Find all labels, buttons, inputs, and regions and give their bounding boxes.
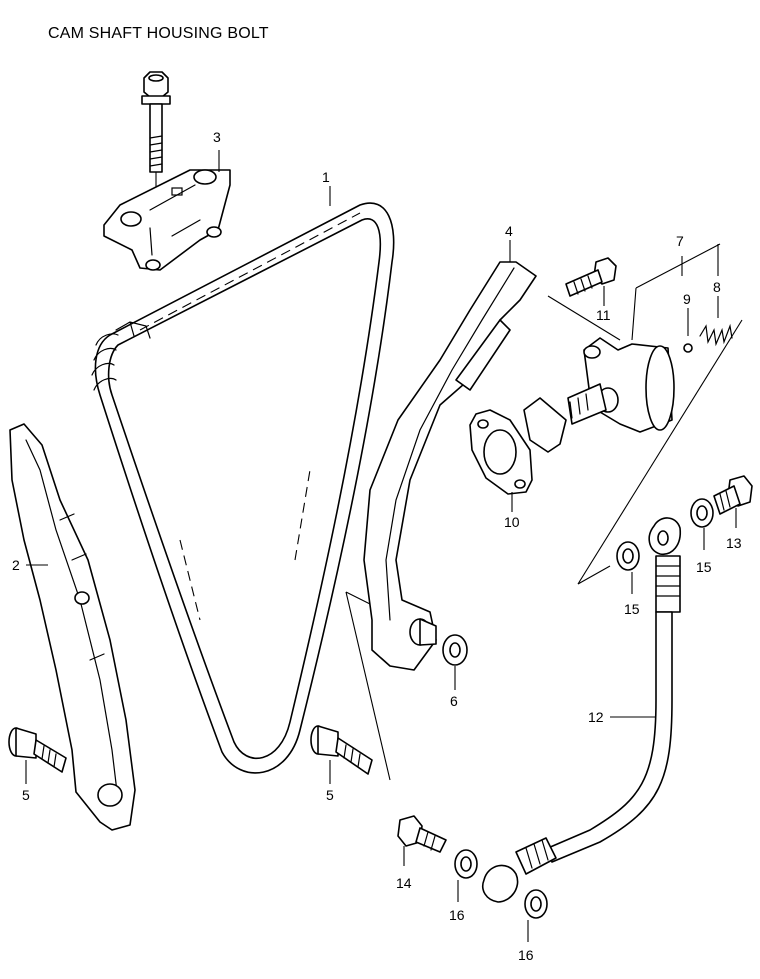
callout-washer-15-left: 15 <box>624 601 640 617</box>
callout-adjuster-assy: 7 <box>676 233 684 249</box>
caption-text: CAM SHAFT HOUSING BOLT <box>48 25 269 42</box>
cam-chain-tension-adjuster <box>523 337 675 453</box>
callout-guide-left: 2 <box>12 557 20 573</box>
callout-union-bolt-13: 13 <box>726 535 742 551</box>
callout-washer-16-right: 16 <box>518 947 534 963</box>
callout-washer-16-mid: 16 <box>449 907 465 923</box>
union-bolt-14 <box>397 815 447 853</box>
callout-tensioner-arm: 4 <box>505 223 513 239</box>
adjuster-bolt-11 <box>565 257 617 297</box>
callout-bolt-11: 11 <box>596 307 611 323</box>
cam-shaft-housing <box>103 169 231 271</box>
washer-16-right <box>524 889 548 919</box>
callout-union-bolt-14: 14 <box>396 875 412 891</box>
callout-bolt-5-right: 5 <box>326 787 334 803</box>
callout-oil-hose: 12 <box>588 709 604 725</box>
spring-8 <box>699 323 733 347</box>
callout-gasket-10: 10 <box>504 514 520 530</box>
callout-washer-15-right: 15 <box>696 559 712 575</box>
callout-bolt-5-left: 5 <box>22 787 30 803</box>
washer-6 <box>442 634 468 666</box>
callout-washer-6: 6 <box>450 693 458 709</box>
chain-guide-left <box>9 423 136 831</box>
cam-shaft-housing-bolt <box>141 71 171 262</box>
cam-chain <box>91 202 395 774</box>
chain-tensioner-arm <box>363 261 537 671</box>
callout-housing: 3 <box>213 129 221 145</box>
guide-bolt-left <box>8 727 67 773</box>
callout-chain: 1 <box>322 169 330 185</box>
washer-15-right <box>690 498 714 528</box>
oil-hose-12 <box>482 517 682 903</box>
callout-ball-9: 9 <box>683 291 691 307</box>
gasket-10 <box>469 409 533 495</box>
callout-spring-8: 8 <box>713 279 721 295</box>
washer-16-mid <box>454 849 478 879</box>
guide-bolt-right <box>310 725 373 775</box>
union-bolt-13 <box>713 475 753 515</box>
washer-15-left <box>616 541 640 571</box>
check-ball-9 <box>683 343 693 353</box>
